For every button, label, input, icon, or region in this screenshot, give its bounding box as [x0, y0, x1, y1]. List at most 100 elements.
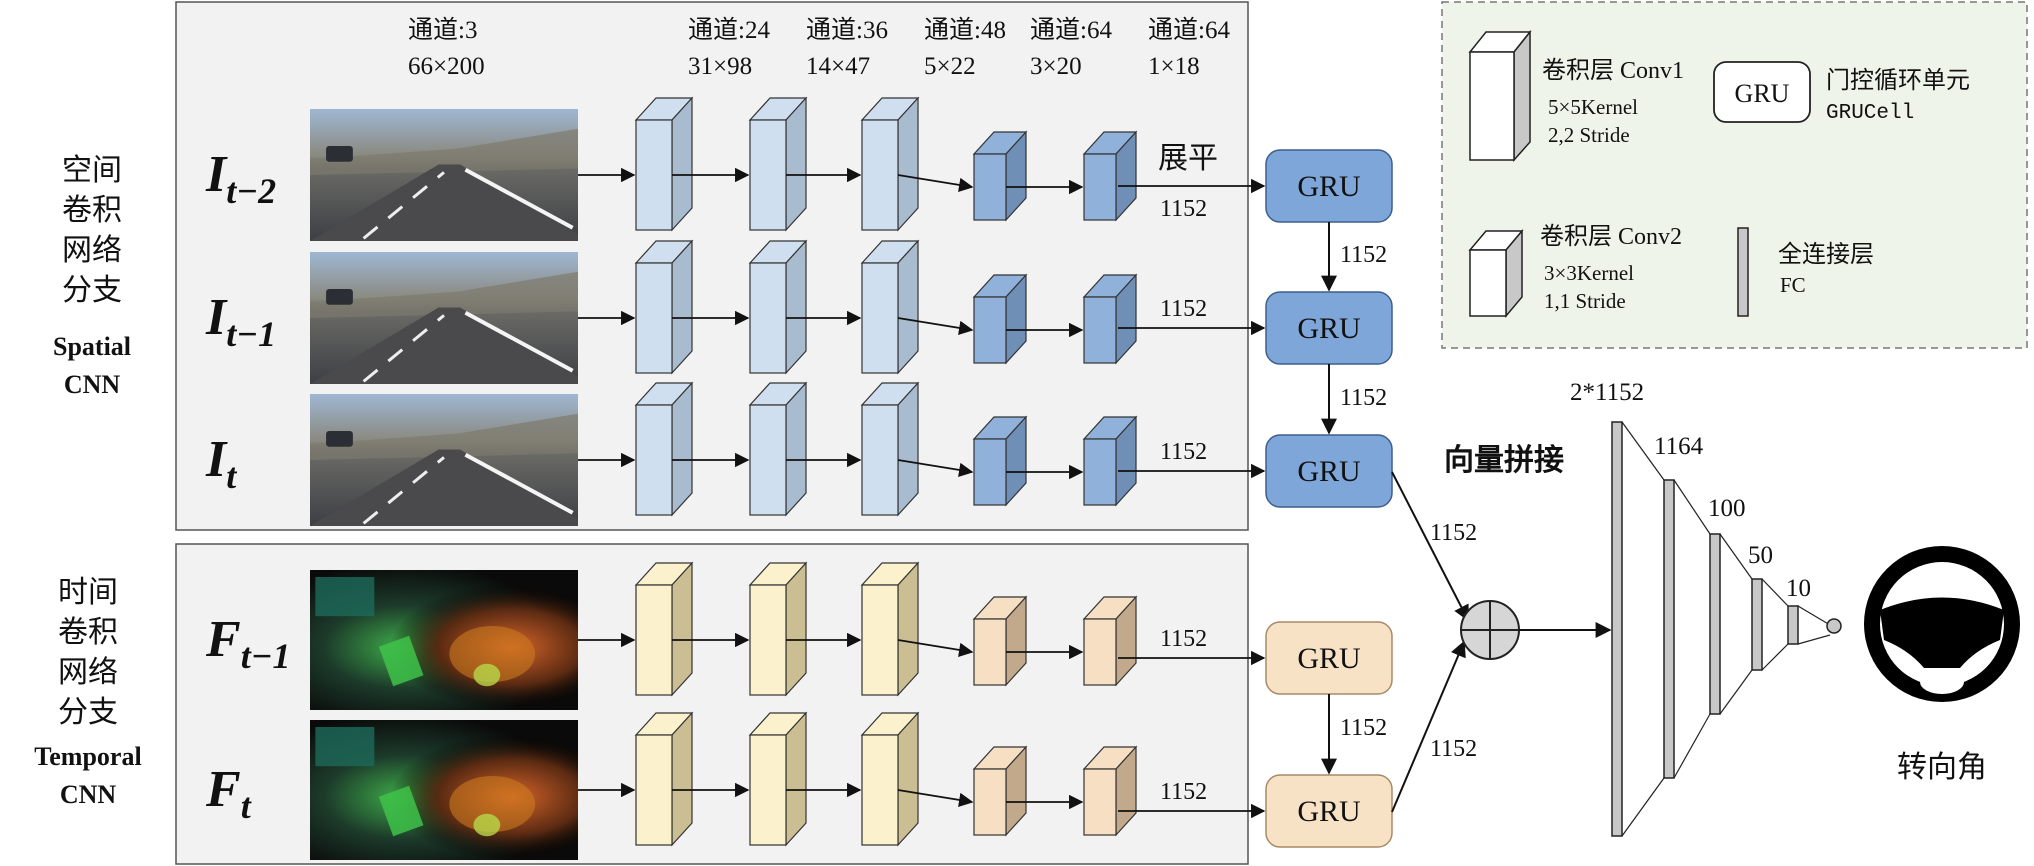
- row-spatial-1-conv2b: [1082, 273, 1138, 365]
- header-size-5: 1×18: [1148, 53, 1200, 80]
- spatial-label-zh-2: 网络: [62, 234, 122, 267]
- row-spatial-1-conv1b-front: [749, 262, 787, 374]
- gru-cell-label: GRU: [1297, 795, 1361, 828]
- concat-label: 向量拼接: [1444, 444, 1564, 477]
- row-temporal-4-conv1b: [748, 711, 808, 847]
- header-size-1: 31×98: [688, 53, 752, 80]
- legend-conv1-icon: [1468, 29, 1532, 162]
- spatial-to-concat-arrow: [1391, 471, 1469, 622]
- row-temporal-4-arrow-3: [897, 789, 974, 808]
- row-temporal-4-conv2a: [972, 745, 1028, 837]
- header-channels-4: 通道:64: [1030, 16, 1112, 44]
- row-spatial-1-conv2b-front: [1083, 296, 1117, 364]
- row-spatial-2-conv2a-front: [973, 438, 1007, 506]
- legend-fc-sub: FC: [1780, 273, 1806, 297]
- row-spatial-0-flatten-dim: 1152: [1160, 196, 1207, 222]
- row-temporal-3-conv1b-side: [785, 561, 807, 697]
- row-temporal-4-conv1a-side: [671, 711, 693, 847]
- row-spatial-2-conv1b-side: [785, 381, 807, 517]
- row-spatial-0-conv1a-side: [671, 96, 693, 232]
- gru-cell-label: GRU: [1297, 170, 1361, 203]
- row-spatial-1-input-frame: [310, 252, 578, 384]
- spatial-label-zh-1: 卷积: [62, 194, 122, 227]
- row-spatial-2-symbol-subscript: t: [226, 456, 237, 496]
- row-spatial-0-conv1c-front: [861, 119, 899, 231]
- row-spatial-2-conv1c: [860, 381, 920, 517]
- fc-layer-100: [1709, 533, 1721, 715]
- row-spatial-0-conv1c: [860, 96, 920, 232]
- row-temporal-4-input-flow-patch-orange: [449, 776, 536, 832]
- header-channels-1: 通道:24: [688, 16, 770, 44]
- row-temporal-4-conv2b-front: [1083, 768, 1117, 836]
- row-spatial-0-input-frame-lane-edge: [464, 167, 574, 230]
- row-temporal-3-conv2a: [972, 595, 1028, 687]
- row-spatial-2-conv2a: [972, 415, 1028, 507]
- steering-wheel-icon: [1864, 546, 2020, 702]
- temporal-label-zh-0: 时间: [58, 576, 118, 609]
- row-spatial-0-conv2a: [972, 130, 1028, 222]
- row-temporal-4-conv2a-front: [973, 768, 1007, 836]
- row-temporal-4-symbol-subscript: t: [241, 786, 252, 826]
- gru-link-label: 1152: [1340, 242, 1387, 268]
- row-temporal-3-input-flow: [310, 570, 578, 710]
- row-spatial-2-input-frame: [310, 394, 578, 526]
- row-temporal-4-input-flow-patch-teal: [315, 727, 375, 767]
- header-channels-3: 通道:48: [924, 16, 1006, 44]
- row-spatial-0-input-frame: [310, 109, 578, 241]
- legend-conv2-icon: [1468, 228, 1524, 319]
- fc-size-label-2: 100: [1708, 495, 1746, 522]
- row-spatial-0-conv1b-side: [785, 96, 807, 232]
- spatial-label-en-1: CNN: [64, 370, 121, 399]
- row-spatial-2-conv1b-front: [749, 404, 787, 516]
- header-size-2: 14×47: [806, 53, 870, 80]
- row-spatial-1-conv1a-front: [635, 262, 673, 374]
- row-spatial-2-conv1a-side: [671, 381, 693, 517]
- row-temporal-3-conv1c: [860, 561, 920, 697]
- temporal-label-zh-1: 卷积: [58, 616, 118, 649]
- gru-link-label: 1152: [1340, 385, 1387, 411]
- row-spatial-2-input-frame-lane-center: [362, 456, 445, 525]
- temporal-to-concat-label: 1152: [1430, 736, 1477, 762]
- row-temporal-4-conv2b: [1082, 745, 1138, 837]
- row-spatial-0-symbol-subscript: t−2: [226, 171, 276, 211]
- row-spatial-0-input-frame-car: [326, 145, 353, 162]
- temporal-label-en-1: CNN: [60, 780, 117, 809]
- row-temporal-3-conv2b-front: [1083, 618, 1117, 686]
- header-channels-5: 通道:64: [1148, 16, 1230, 44]
- fc-output-node: [1826, 618, 1842, 634]
- row-spatial-2-input-frame-hill: [310, 413, 578, 460]
- row-spatial-0-input-frame-road: [310, 164, 578, 241]
- row-spatial-1-conv1c-front: [861, 262, 899, 374]
- header-size-3: 5×22: [924, 53, 976, 80]
- row-temporal-4-conv1a: [634, 711, 694, 847]
- row-spatial-2-flatten-dim: 1152: [1160, 439, 1207, 465]
- row-temporal-4-conv1c-front: [861, 734, 899, 846]
- gru-cell-label: GRU: [1297, 455, 1361, 488]
- row-spatial-2-input-frame-road: [310, 449, 578, 526]
- flatten-label: 展平: [1158, 142, 1218, 175]
- legend-conv1-title: 卷积层 Conv1: [1542, 57, 1684, 84]
- fc-layer-10: [1787, 605, 1799, 645]
- row-spatial-0-conv1a-front: [635, 119, 673, 231]
- header-size-0: 66×200: [408, 53, 485, 80]
- spatial-label-en-0: Spatial: [53, 332, 131, 361]
- row-temporal-3-arrow-3: [897, 639, 974, 658]
- fc-size-label-1: 1164: [1654, 433, 1704, 460]
- gru-cell-spatial-1: GRU: [1265, 149, 1393, 223]
- row-temporal-3-conv1b-front: [749, 584, 787, 696]
- row-temporal-4-conv1c-side: [897, 711, 919, 847]
- row-spatial-0-conv2b-front: [1083, 153, 1117, 221]
- row-temporal-3-conv1a: [634, 561, 694, 697]
- row-spatial-0-input-frame-hill: [310, 128, 578, 175]
- legend-fc-title: 全连接层: [1778, 241, 1874, 268]
- row-spatial-1-input-frame-lane-center: [362, 314, 445, 383]
- gru-cell-spatial-3: GRU: [1265, 434, 1393, 508]
- fc-layer-1164: [1663, 479, 1675, 779]
- row-spatial-1-conv1b: [748, 239, 808, 375]
- fc-layer-50: [1751, 578, 1763, 671]
- row-temporal-3-conv1c-front: [861, 584, 899, 696]
- legend-gru-sub: GRUCell: [1826, 102, 1914, 125]
- temporal-label-en-0: Temporal: [34, 742, 141, 771]
- row-spatial-2-conv1a-front: [635, 404, 673, 516]
